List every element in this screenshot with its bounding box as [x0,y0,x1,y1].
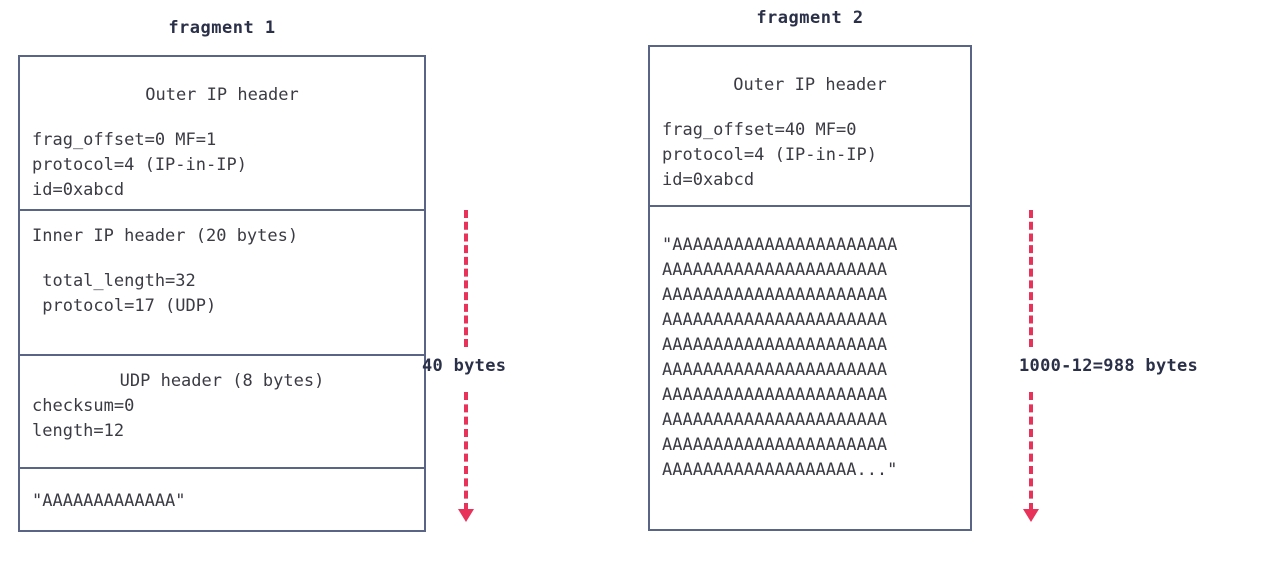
fragment-2-payload-line: AAAAAAAAAAAAAAAAAAAAAA [662,385,888,405]
frag-offset-line: frag_offset=40 MF=0 [662,120,857,140]
fragment-2-arrow-upper-segment [1029,210,1033,347]
fragment-2-payload-line: AAAAAAAAAAAAAAAAAAA..." [662,460,898,480]
protocol-line: protocol=4 (IP-in-IP) [32,155,247,175]
fragment-2-size-label: 1000-12=988 bytes [1019,356,1199,376]
fragment-1-outer-ip-header-section: Outer IP header frag_offset=0 MF=1 proto… [20,57,424,211]
fragment-1-payload-section: "AAAAAAAAAAAAA" [20,469,424,530]
fragment-1-packet-box: Outer IP header frag_offset=0 MF=1 proto… [18,55,426,532]
udp-checksum-line: checksum=0 [32,396,135,416]
fragment-2-payload-line: AAAAAAAAAAAAAAAAAAAAAA [662,260,888,280]
fragment-1-title: fragment 1 [168,18,276,38]
inner-ip-header-heading: Inner IP header (20 bytes) [32,226,299,246]
protocol-line: protocol=4 (IP-in-IP) [662,145,877,165]
fragment-2-payload-line: AAAAAAAAAAAAAAAAAAAAAA [662,410,888,430]
fragment-1-arrow-lower-segment [464,392,468,511]
fragment-1-inner-ip-header-section: Inner IP header (20 bytes) total_length=… [20,211,424,356]
fragment-2-payload-section: "AAAAAAAAAAAAAAAAAAAAAA AAAAAAAAAAAAAAAA… [650,207,970,529]
fragment-1-arrow-head-icon [458,509,474,522]
fragment-2-payload-line: "AAAAAAAAAAAAAAAAAAAAAA [662,235,898,255]
fragment-2-payload-line: AAAAAAAAAAAAAAAAAAAAAA [662,435,888,455]
fragment-1-arrow-upper-segment [464,210,468,347]
fragment-1-payload-line: "AAAAAAAAAAAAA" [32,491,186,511]
fragment-2-payload-line: AAAAAAAAAAAAAAAAAAAAAA [662,285,888,305]
fragment-2-payload-line: AAAAAAAAAAAAAAAAAAAAAA [662,335,888,355]
fragment-2-payload-line: AAAAAAAAAAAAAAAAAAAAAA [662,360,888,380]
outer-ip-header-heading: Outer IP header [733,75,887,95]
outer-ip-header-heading: Outer IP header [145,85,299,105]
id-line: id=0xabcd [32,180,125,200]
inner-protocol-line: protocol=17 (UDP) [32,296,217,316]
fragment-2-arrow-lower-segment [1029,392,1033,511]
inner-total-length-line: total_length=32 [32,271,196,291]
fragment-2-packet-box: Outer IP header frag_offset=40 MF=0 prot… [648,45,972,531]
fragment-2-arrow-head-icon [1023,509,1039,522]
frag-offset-line: frag_offset=0 MF=1 [32,130,217,150]
fragment-1-size-label: 40 bytes [422,356,507,376]
id-line: id=0xabcd [662,170,755,190]
udp-header-heading: UDP header (8 bytes) [119,371,325,391]
udp-length-line: length=12 [32,421,125,441]
fragment-1-udp-header-section: UDP header (8 bytes) checksum=0 length=1… [20,356,424,469]
fragment-2-title: fragment 2 [756,8,864,28]
fragment-2-outer-ip-header-section: Outer IP header frag_offset=40 MF=0 prot… [650,47,970,207]
fragment-2-payload-line: AAAAAAAAAAAAAAAAAAAAAA [662,310,888,330]
